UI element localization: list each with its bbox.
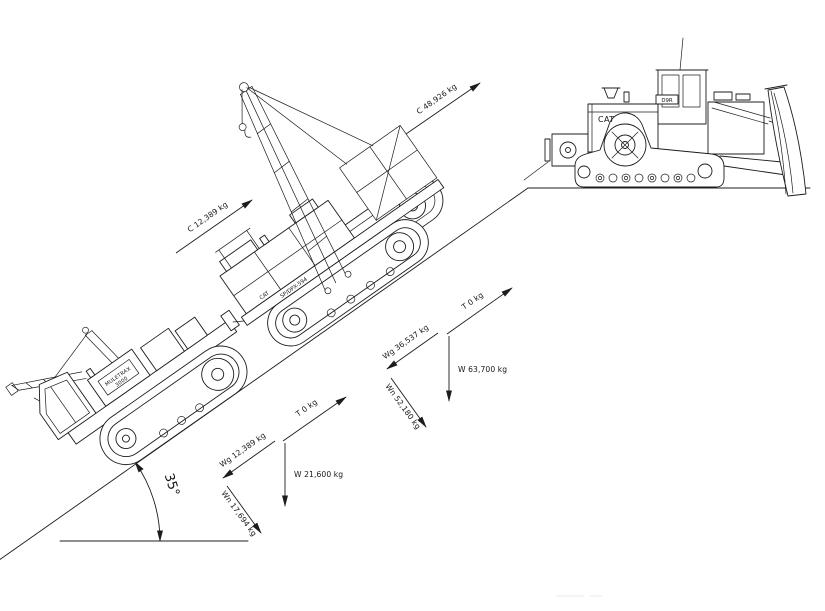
angle-label: 35° [161, 472, 182, 499]
cable-force-lower-label: C 12,389 kg [186, 200, 230, 234]
dozer-cab [655, 37, 709, 125]
weight-label: W 63,700 kg [458, 365, 507, 374]
dozer-antenna [679, 37, 684, 71]
tension-arrow [282, 396, 347, 442]
grade-force-label: Wg 12,389 kg [218, 431, 268, 469]
dozer-brand-label: CAT [598, 115, 615, 124]
tow-cable-lower [232, 320, 245, 323]
carrier-cab [38, 371, 97, 441]
carrier-machine: MULETRAX 3000 [5, 309, 248, 466]
normal-force-label: Wn 17,694 kg [219, 489, 258, 538]
carrier-exhaust-icon [85, 367, 96, 379]
grade-force-arrow [386, 332, 439, 370]
carrier-rear-bumper [220, 309, 240, 332]
pipelayer-near-track [267, 219, 429, 347]
pipelayer-machine: CAT SP/DPX-594 [215, 82, 445, 347]
dozer-winch-drum [559, 141, 577, 159]
pipelayer-exhaust-icon [259, 234, 270, 246]
pipelayer-boom-sheave [239, 82, 249, 92]
dozer-track [574, 112, 725, 188]
cable-force-upper: C 48,926 kg [405, 82, 481, 135]
force-diagram-pipelayer: T 0 kg W 63,700 kg Wg 36,537 kg Wn 52,18… [381, 287, 513, 431]
slope-line [0, 187, 529, 561]
force-diagram-carrier: T 0 kg W 21,600 kg Wg 12,389 kg Wn 17,69… [218, 396, 347, 538]
cable-force-lower: C 12,389 kg [175, 199, 253, 254]
pipelayer-counterweight-frame [339, 125, 438, 221]
dozer-model-label: D9R [661, 98, 673, 104]
dozer-precleaner-icon [603, 87, 619, 99]
cable-force-upper-label: C 48,926 kg [415, 82, 459, 116]
pipelayer-suspension-line [246, 87, 348, 165]
grade-force-arrow [222, 440, 276, 479]
carrier-idler-wheel [201, 357, 235, 391]
dozer-machine: D9R CAT [523, 37, 807, 197]
dozer-blade-group [711, 84, 807, 197]
pipelayer-boom [238, 82, 374, 295]
carrier-track [99, 345, 248, 466]
tension-label: T 0 kg [293, 397, 319, 419]
cable-force-upper-arrow [405, 82, 481, 135]
angle-arc [134, 461, 164, 542]
tension-arrow [446, 287, 513, 335]
dozer-rear-idler [577, 165, 591, 179]
normal-force-arrow [226, 485, 262, 534]
dozer-model-plate [655, 94, 679, 105]
normal-force-arrow [390, 377, 427, 428]
normal-force-label: Wn 52,180 kg [383, 382, 422, 431]
pipelayer-hook-icon [238, 123, 247, 131]
pipelayer-brand-label: CAT [259, 290, 271, 301]
dozer-rear-deck [707, 91, 765, 155]
angle-callout: 35° [134, 461, 182, 542]
dozer-front-idler [697, 163, 713, 179]
carrier-engine-housing [85, 316, 208, 407]
weight-label: W 21,600 kg [294, 470, 343, 479]
dozer-winch-cable [523, 161, 549, 181]
dozer-exhaust-icon [623, 91, 630, 103]
cable-force-lower-arrow [175, 199, 253, 254]
pipelayer-body [215, 198, 355, 315]
tension-label: T 0 kg [459, 290, 485, 312]
dozer-blade [767, 86, 807, 197]
